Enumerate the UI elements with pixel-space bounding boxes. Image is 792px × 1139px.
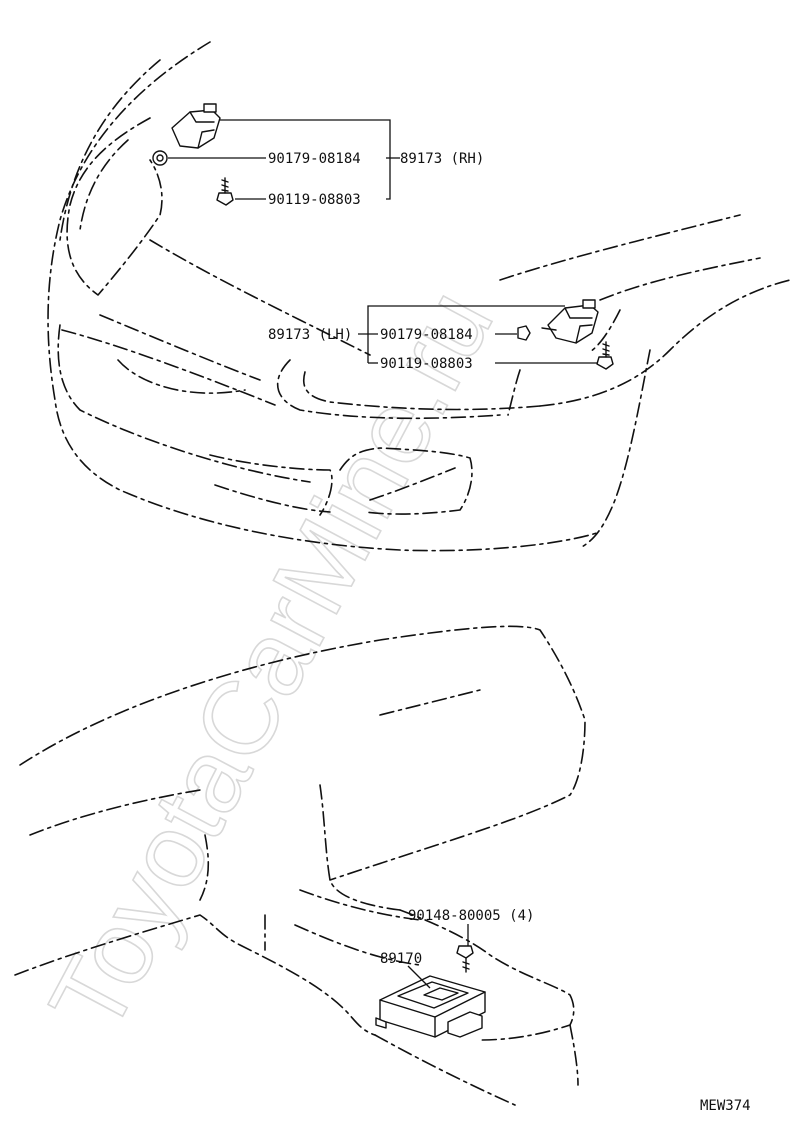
label-rh-bolt: 90119-08803	[268, 192, 361, 208]
lh-impact-sensor[interactable]	[541, 299, 599, 344]
label-rh-sensor: 89173 (RH)	[400, 151, 484, 167]
label-ecu: 89170	[380, 951, 422, 967]
dashboard-outline	[14, 625, 586, 1106]
lh-leader-lines	[358, 305, 598, 364]
diagram-code: MEW374	[700, 1098, 751, 1114]
label-lh-bolt: 90119-08803	[380, 356, 473, 372]
watermark-text: ToyotaCarMine.ru	[28, 272, 516, 1051]
car-front-outline	[47, 41, 791, 552]
lh-clip-nut[interactable]	[517, 325, 531, 341]
rh-impact-sensor[interactable]	[171, 103, 221, 149]
rh-leader-lines	[168, 119, 400, 200]
ecu-screw[interactable]	[456, 945, 474, 973]
lh-bolt[interactable]	[596, 341, 614, 370]
rh-clip-nut[interactable]	[152, 150, 168, 166]
ecu-leader-lines	[407, 924, 469, 989]
label-lh-clip: 90179-08184	[380, 327, 473, 343]
label-ecu-screw: 90148-80005 (4)	[408, 908, 534, 924]
airbag-ecu-assembly[interactable]	[375, 975, 486, 1038]
label-rh-clip: 90179-08184	[268, 151, 361, 167]
label-lh-sensor: 89173 (LH)	[268, 327, 352, 343]
rh-bolt[interactable]	[216, 177, 234, 206]
